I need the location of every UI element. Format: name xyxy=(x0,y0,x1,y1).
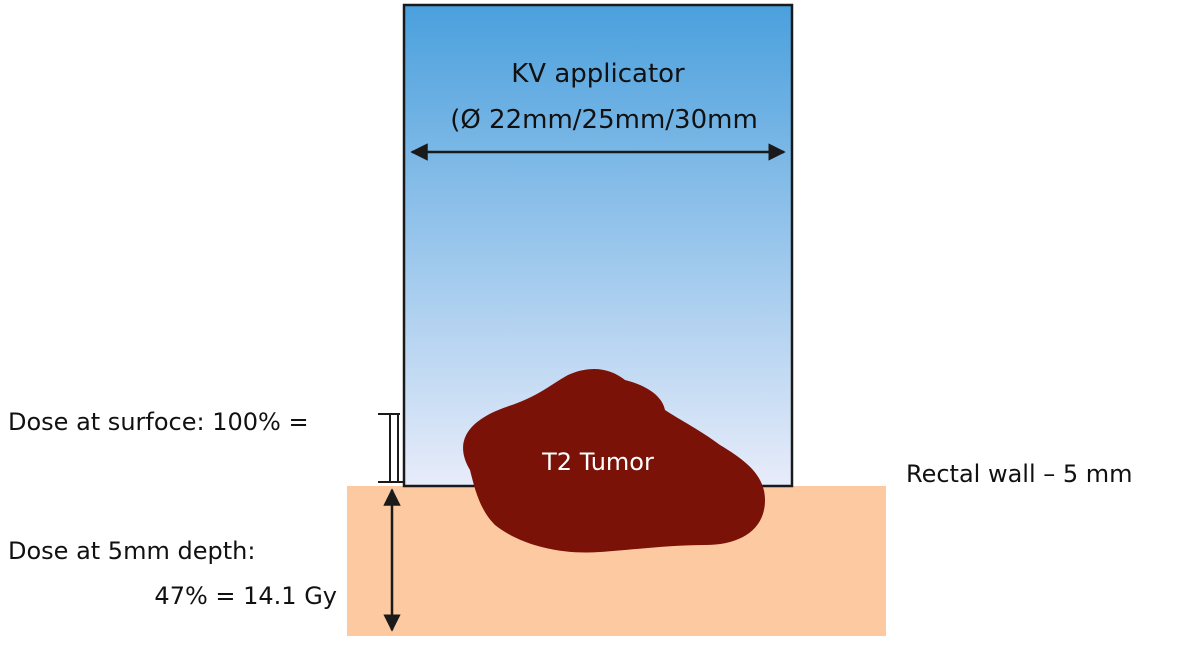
surface-dose-label: Dose at surfoce: 100% = xyxy=(8,408,309,436)
depth-dose-label-line1: Dose at 5mm depth: xyxy=(8,537,255,565)
depth-dose-label-line2: 47% = 14.1 Gy xyxy=(154,582,337,610)
surface-dose-bracket xyxy=(378,413,404,483)
rectal-wall-label: Rectal wall – 5 mm xyxy=(906,460,1133,488)
t2-tumor-shape xyxy=(463,368,765,553)
applicator-diameters: (Ø 22mm/25mm/30mm xyxy=(450,105,758,135)
tumor-label: T2 Tumor xyxy=(541,448,654,476)
applicator-title: KV applicator xyxy=(511,59,685,89)
